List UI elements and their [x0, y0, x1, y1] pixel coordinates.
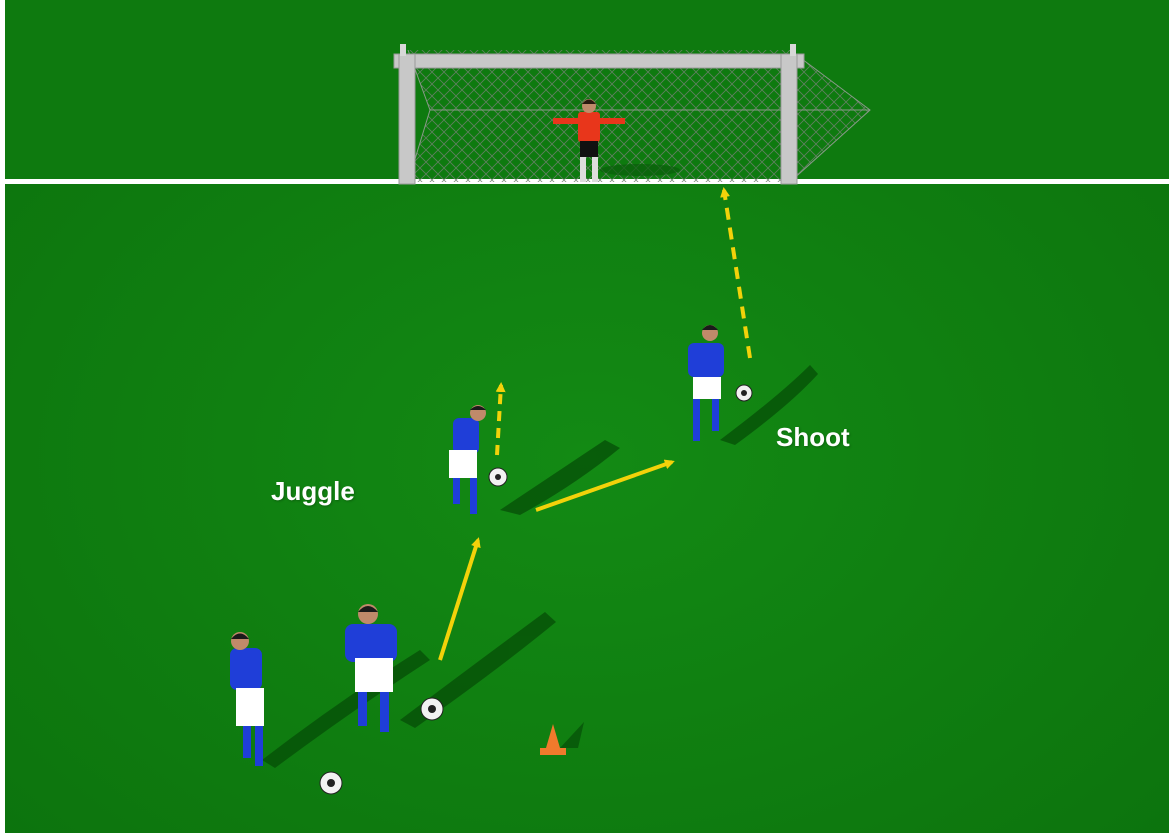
soccer-ball-icon [421, 698, 443, 720]
label-shoot: Shoot [776, 422, 850, 453]
soccer-ball-icon [320, 772, 342, 794]
soccer-ball-icon [489, 468, 507, 486]
label-juggle: Juggle [271, 476, 355, 507]
soccer-ball-icon [736, 385, 752, 401]
goal-net [408, 50, 870, 182]
